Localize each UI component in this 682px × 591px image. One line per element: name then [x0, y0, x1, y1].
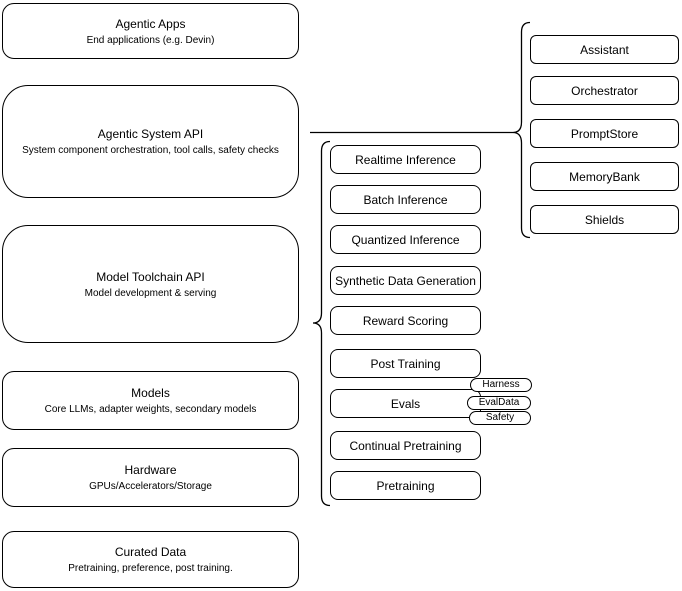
- box-subtitle: Pretraining, preference, post training.: [68, 563, 233, 574]
- component-label: PromptStore: [570, 126, 639, 141]
- tag-label: Harness: [482, 379, 520, 390]
- service-evals: Evals: [330, 389, 481, 418]
- service-quantized-inference: Quantized Inference: [330, 225, 481, 254]
- service-label: Realtime Inference: [355, 152, 456, 167]
- service-synthetic-data-generation: Synthetic Data Generation: [330, 266, 481, 295]
- tag-evaldata: EvalData: [467, 396, 531, 410]
- box-title: Hardware: [124, 463, 177, 477]
- service-label: Post Training: [370, 356, 441, 371]
- box-subtitle: Model development & serving: [84, 287, 217, 299]
- box-model-toolchain-api: Model Toolchain API Model development & …: [2, 225, 299, 343]
- box-hardware: Hardware GPUs/Accelerators/Storage: [2, 448, 299, 507]
- component-assistant: Assistant: [530, 35, 679, 64]
- system-brace: [512, 21, 531, 239]
- service-label: Evals: [390, 396, 421, 411]
- service-label: Pretraining: [376, 478, 435, 493]
- component-memorybank: MemoryBank: [530, 162, 679, 191]
- tag-label: Safety: [485, 412, 515, 423]
- box-agentic-system-api: Agentic System API System component orch…: [2, 85, 299, 198]
- service-post-training: Post Training: [330, 349, 481, 378]
- component-label: Assistant: [580, 42, 629, 57]
- box-title: Agentic Apps: [115, 16, 186, 31]
- service-realtime-inference: Realtime Inference: [330, 145, 481, 174]
- component-label: MemoryBank: [569, 169, 640, 184]
- box-title: Models: [131, 386, 170, 400]
- box-title: Model Toolchain API: [96, 269, 205, 284]
- box-agentic-apps: Agentic Apps End applications (e.g. Devi…: [2, 3, 299, 59]
- box-subtitle: Core LLMs, adapter weights, secondary mo…: [44, 404, 257, 415]
- component-promptstore: PromptStore: [530, 119, 679, 148]
- component-shields: Shields: [530, 205, 679, 234]
- tag-harness: Harness: [470, 378, 532, 392]
- box-models: Models Core LLMs, adapter weights, secon…: [2, 371, 299, 430]
- service-label: Batch Inference: [363, 192, 448, 207]
- box-curated-data: Curated Data Pretraining, preference, po…: [2, 531, 299, 588]
- component-label: Orchestrator: [571, 83, 638, 98]
- service-label: Quantized Inference: [351, 232, 460, 247]
- toolchain-brace: [312, 140, 331, 507]
- service-label: Reward Scoring: [362, 313, 449, 328]
- tag-safety: Safety: [469, 411, 531, 425]
- service-pretraining: Pretraining: [330, 471, 481, 500]
- component-orchestrator: Orchestrator: [530, 76, 679, 105]
- component-label: Shields: [584, 212, 625, 227]
- box-subtitle: End applications (e.g. Devin): [86, 34, 215, 46]
- box-subtitle: System component orchestration, tool cal…: [22, 145, 279, 156]
- box-subtitle: GPUs/Accelerators/Storage: [89, 481, 212, 492]
- service-label: Continual Pretraining: [349, 438, 462, 453]
- service-reward-scoring: Reward Scoring: [330, 306, 481, 335]
- box-title: Curated Data: [114, 545, 187, 559]
- service-continual-pretraining: Continual Pretraining: [330, 431, 481, 460]
- box-title: Agentic System API: [97, 127, 204, 141]
- service-batch-inference: Batch Inference: [330, 185, 481, 214]
- tag-label: EvalData: [478, 397, 520, 408]
- service-label: Synthetic Data Generation: [335, 273, 476, 288]
